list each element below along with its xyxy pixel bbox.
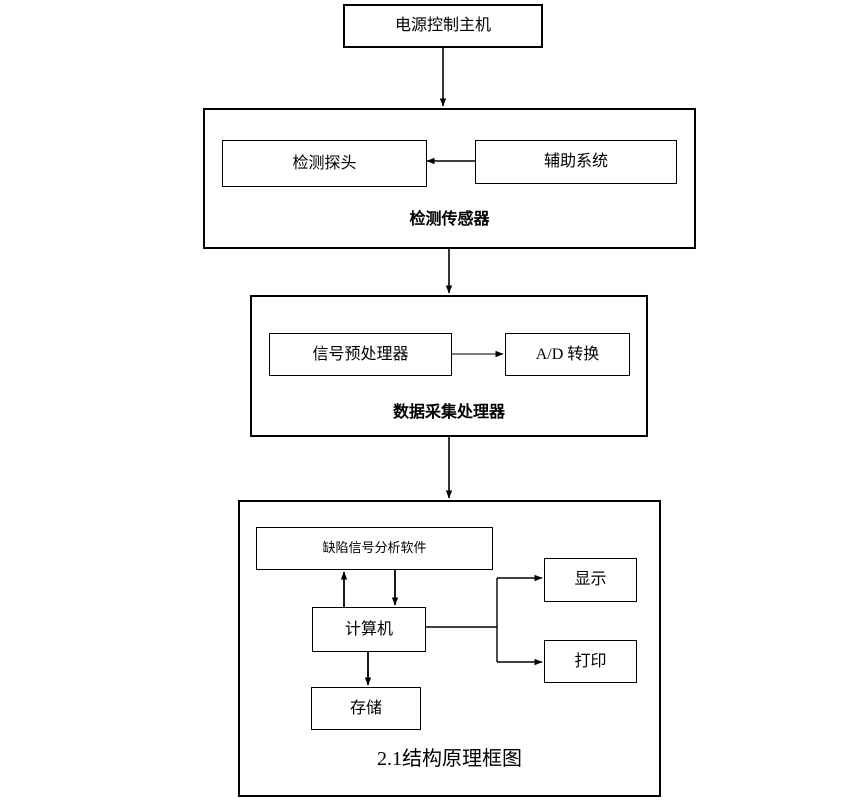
node-signal-preprocessor[interactable]: 信号预处理器 — [269, 333, 452, 376]
node-display[interactable]: 显示 — [544, 558, 637, 602]
label-data-acquisition: 数据采集处理器 — [392, 404, 505, 421]
node-power-control-host[interactable]: 电源控制主机 — [343, 4, 543, 48]
diagram-caption: 2.1结构原理框图 — [377, 748, 522, 770]
group-data-acquisition — [250, 295, 648, 437]
node-computer[interactable]: 计算机 — [312, 607, 426, 652]
node-defect-analysis-software[interactable]: 缺陷信号分析软件 — [256, 527, 493, 570]
node-storage[interactable]: 存储 — [311, 687, 421, 730]
node-auxiliary-system[interactable]: 辅助系统 — [475, 140, 677, 184]
group-computer-system — [238, 500, 661, 797]
node-detection-probe[interactable]: 检测探头 — [222, 140, 427, 187]
node-print[interactable]: 打印 — [544, 640, 637, 683]
group-detection-sensor — [203, 108, 696, 249]
node-ad-converter[interactable]: A/D 转换 — [505, 333, 630, 376]
label-detection-sensor: 检测传感器 — [409, 211, 490, 228]
